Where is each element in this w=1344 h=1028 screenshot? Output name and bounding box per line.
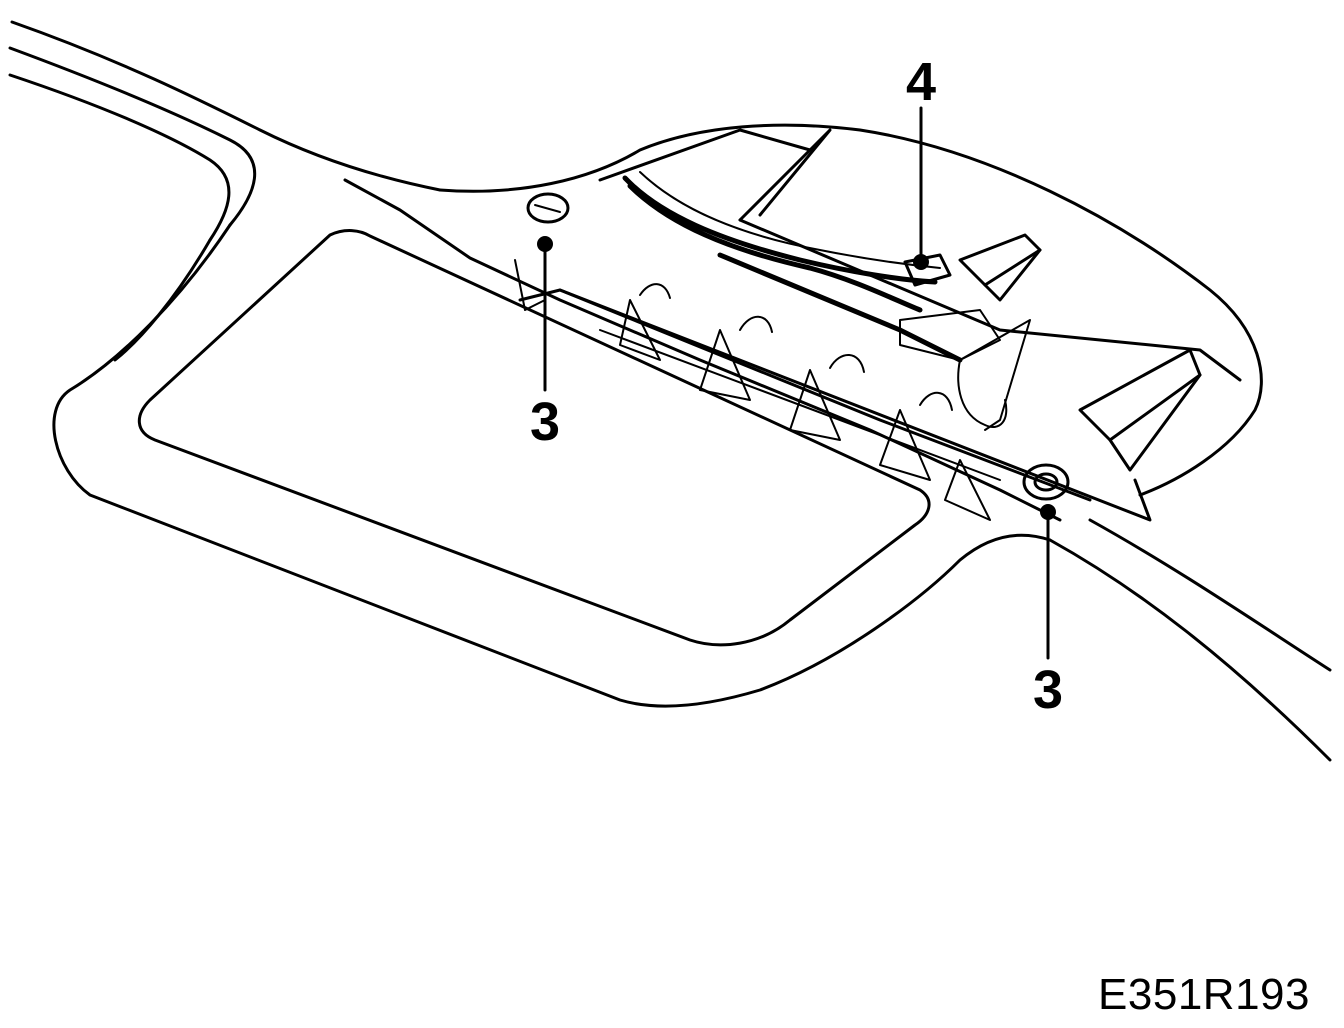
connector (903, 253, 952, 287)
visor-housing (598, 128, 1242, 472)
screw-upper (526, 192, 570, 252)
callout-4: 4 (906, 52, 936, 112)
screw-lower (1022, 463, 1070, 520)
callout-3-lower: 3 (1033, 660, 1063, 720)
figure-id: E351R193 (1098, 970, 1310, 1019)
callout-3-upper: 3 (530, 392, 560, 452)
callout-leaders (543, 106, 1050, 660)
hinge-rail (343, 178, 1152, 522)
headliner-outline (8, 20, 1332, 762)
sun-visor-body (52, 223, 1052, 708)
